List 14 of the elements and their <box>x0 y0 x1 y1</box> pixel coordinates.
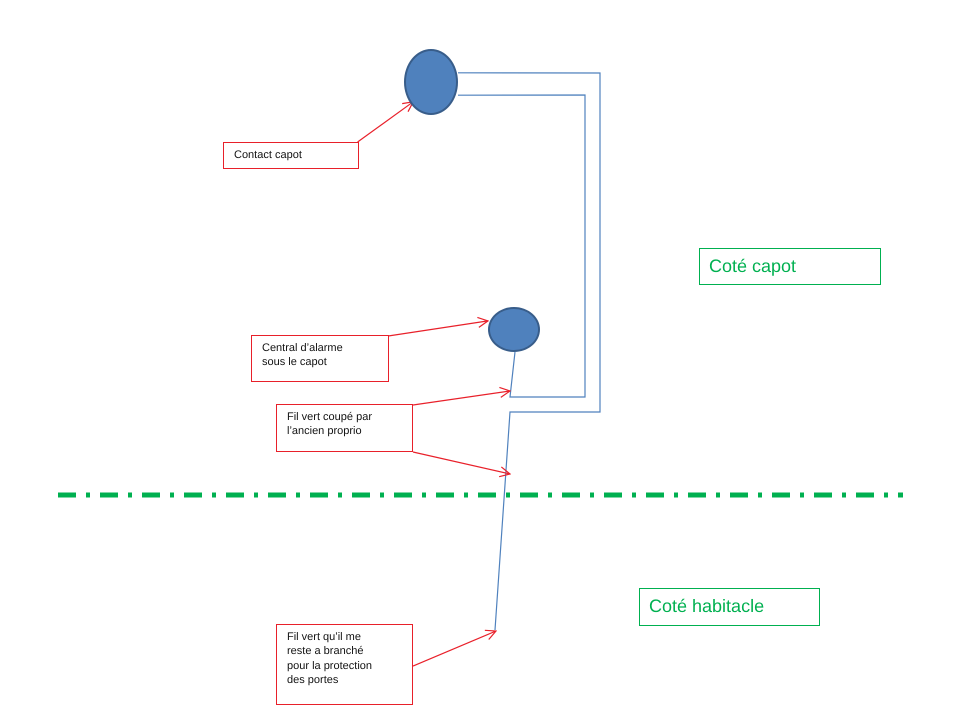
wire <box>458 72 601 630</box>
zone-label-box: Coté capot <box>699 248 881 285</box>
callout-box: Central d’alarme sous le capot <box>251 335 389 382</box>
alarm-unit-circle <box>488 307 540 352</box>
leader-arrow <box>388 316 489 336</box>
wire <box>458 94 586 398</box>
leader-arrow <box>412 386 511 406</box>
leader-arrow <box>412 451 511 478</box>
callout-box: Fil vert qu’il me reste a branché pour la protection des portes <box>276 624 413 705</box>
leader-arrow <box>412 630 497 667</box>
leader-arrow <box>357 101 414 142</box>
callout-box: Contact capot <box>223 142 359 169</box>
zone-label-box: Coté habitacle <box>639 588 820 626</box>
callout-box: Fil vert coupé par l’ancien proprio <box>276 404 413 452</box>
